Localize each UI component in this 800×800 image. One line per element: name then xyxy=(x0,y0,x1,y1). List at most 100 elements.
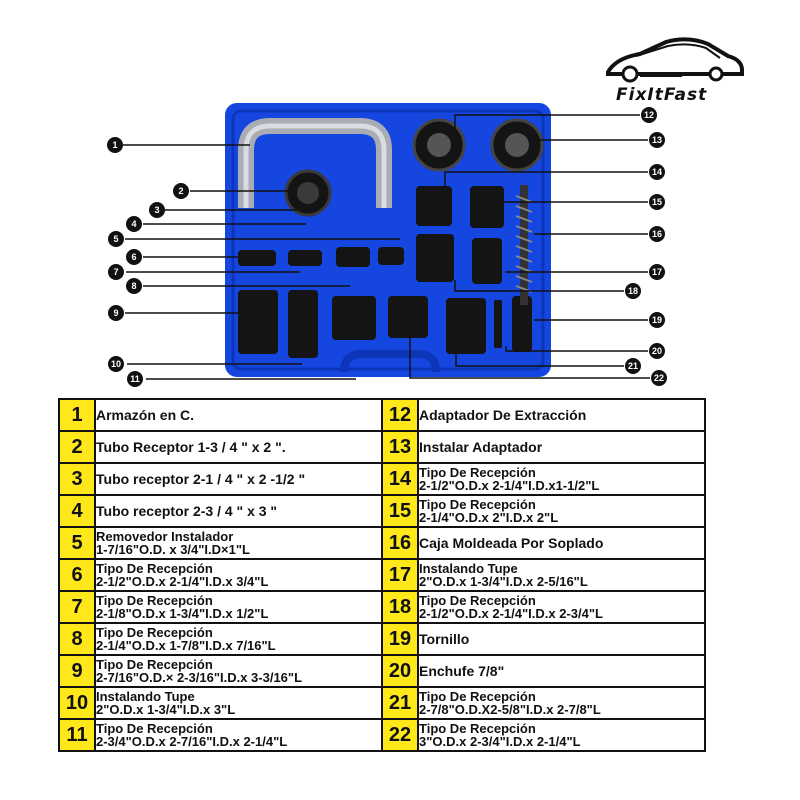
part-description: Tipo De Recepción 2-1/4"O.D.x 2"I.D.x 2"… xyxy=(417,494,706,528)
callout-label-22: 22 xyxy=(654,373,664,383)
part-number: 18 xyxy=(381,590,419,624)
forcing-screw xyxy=(515,185,533,305)
brand-car-logo xyxy=(606,37,744,83)
part-description: Tipo De Recepción 2-7/16"O.D.× 2-3/16"I.… xyxy=(94,654,383,688)
callout-label-20: 20 xyxy=(652,346,662,356)
callout-17 xyxy=(649,264,665,280)
callout-label-13: 13 xyxy=(652,135,662,145)
table-row: 7 Tipo De Recepción 2-1/8"O.D.x 1-3/4"I.… xyxy=(58,590,706,624)
callout-20 xyxy=(649,343,665,359)
part-description: Tipo De Recepción 3"O.D.x 2-3/4"I.D.x 2-… xyxy=(417,718,706,752)
table-row: 3 Tubo receptor 2-1 / 4 " x 2 -1/2 " 14 … xyxy=(58,462,706,496)
part-number: 7 xyxy=(58,590,96,624)
callout-label-9: 9 xyxy=(113,308,118,318)
callout-15 xyxy=(649,194,665,210)
part-description: Tipo De Recepción 2-3/4"O.D.x 2-7/16"I.D… xyxy=(94,718,383,752)
part-description: Instalando Tupe 2"O.D.x 1-3/4"I.D.x 3"L xyxy=(94,686,383,720)
gear-icon xyxy=(621,65,639,83)
callout-label-18: 18 xyxy=(628,286,638,296)
callout-label-2: 2 xyxy=(178,186,183,196)
part-number: 4 xyxy=(58,494,96,528)
callout-label-8: 8 xyxy=(131,281,136,291)
part-number: 20 xyxy=(381,654,419,688)
part-description: Tipo De Recepción 2-1/2"O.D.x 2-1/4"I.D.… xyxy=(94,558,383,592)
wrench-icon xyxy=(640,72,682,77)
part-description: Caja Moldeada Por Soplado xyxy=(417,526,706,560)
table-row: 4 Tubo receptor 2-3 / 4 " x 3 " 15 Tipo … xyxy=(58,494,706,528)
part-number: 6 xyxy=(58,558,96,592)
part-number: 12 xyxy=(381,398,419,432)
callout-label-6: 6 xyxy=(131,252,136,262)
callout-16 xyxy=(649,226,665,242)
callout-19 xyxy=(649,312,665,328)
brand-name: FixItFast xyxy=(616,85,708,105)
part-description: Tipo De Recepción 2-1/2"O.D.x 2-1/4"I.D.… xyxy=(417,462,706,496)
callout-label-16: 16 xyxy=(652,229,662,239)
callout-label-17: 17 xyxy=(652,267,662,277)
table-row: 1 Armazón en C. 12 Adaptador De Extracci… xyxy=(58,398,706,432)
part-number: 9 xyxy=(58,654,96,688)
callout-label-19: 19 xyxy=(652,315,662,325)
part-number: 21 xyxy=(381,686,419,720)
callout-label-11: 11 xyxy=(130,374,140,384)
part-number: 19 xyxy=(381,622,419,656)
part-number: 14 xyxy=(381,462,419,496)
callout-label-1: 1 xyxy=(112,140,117,150)
part-number: 5 xyxy=(58,526,96,560)
part-description: Removedor Instalador 1-7/16"O.D. x 3/4"I… xyxy=(94,526,383,560)
part-number: 3 xyxy=(58,462,96,496)
callout-11 xyxy=(127,371,143,387)
part-description: Tubo Receptor 1-3 / 4 " x 2 ". xyxy=(94,430,383,464)
parts-legend-table: 1 Armazón en C. 12 Adaptador De Extracci… xyxy=(58,398,706,752)
part-description: Tubo receptor 2-1 / 4 " x 2 -1/2 " xyxy=(94,462,383,496)
table-row: 10 Instalando Tupe 2"O.D.x 1-3/4"I.D.x 3… xyxy=(58,686,706,720)
part-description: Adaptador De Extracción xyxy=(417,398,706,432)
part-number: 2 xyxy=(58,430,96,464)
part-description: Tipo De Recepción 2-1/4"O.D.x 1-7/8"I.D.… xyxy=(94,622,383,656)
leader-lines xyxy=(123,114,650,380)
callout-label-3: 3 xyxy=(154,205,159,215)
table-row: 9 Tipo De Recepción 2-7/16"O.D.× 2-3/16"… xyxy=(58,654,706,688)
callout-18 xyxy=(625,283,641,299)
part-number: 1 xyxy=(58,398,96,432)
part-description: Armazón en C. xyxy=(94,398,383,432)
part-description: Tubo receptor 2-3 / 4 " x 3 " xyxy=(94,494,383,528)
callout-label-10: 10 xyxy=(111,359,121,369)
part-number: 16 xyxy=(381,526,419,560)
callout-14 xyxy=(649,164,665,180)
callout-6 xyxy=(126,249,142,265)
part-number: 10 xyxy=(58,686,96,720)
callout-5 xyxy=(108,231,124,247)
callout-label-21: 21 xyxy=(628,361,638,371)
callout-label-7: 7 xyxy=(113,267,118,277)
part-number: 8 xyxy=(58,622,96,656)
case-handle xyxy=(340,350,440,373)
table-row: 11 Tipo De Recepción 2-3/4"O.D.x 2-7/16"… xyxy=(58,718,706,752)
part-number: 15 xyxy=(381,494,419,528)
table-row: 6 Tipo De Recepción 2-1/2"O.D.x 2-1/4"I.… xyxy=(58,558,706,592)
callout-markers xyxy=(107,107,667,387)
part-description: Tornillo xyxy=(417,622,706,656)
callout-22 xyxy=(651,370,667,386)
callout-21 xyxy=(625,358,641,374)
callout-9 xyxy=(108,305,124,321)
part-description: Tipo De Recepción 2-1/8"O.D.x 1-3/4"I.D.… xyxy=(94,590,383,624)
product-photo: 1 2 3 4 5 6 7 8 9 10 11 12 13 14 15 16 1… xyxy=(107,103,667,387)
table-row: 8 Tipo De Recepción 2-1/4"O.D.x 1-7/8"I.… xyxy=(58,622,706,656)
part-number: 11 xyxy=(58,718,96,752)
part-description: Instalar Adaptador xyxy=(417,430,706,464)
part-number: 13 xyxy=(381,430,419,464)
callout-label-15: 15 xyxy=(652,197,662,207)
part-description: Enchufe 7/8" xyxy=(417,654,706,688)
callout-8 xyxy=(126,278,142,294)
callout-7 xyxy=(108,264,124,280)
callout-10 xyxy=(108,356,124,372)
part-description: Tipo De Recepción 2-1/2"O.D.x 2-1/4"I.D.… xyxy=(417,590,706,624)
callout-1 xyxy=(107,137,123,153)
callout-3 xyxy=(149,202,165,218)
callout-label-14: 14 xyxy=(652,167,662,177)
table-row: 2 Tubo Receptor 1-3 / 4 " x 2 ". 13 Inst… xyxy=(58,430,706,464)
callout-2 xyxy=(173,183,189,199)
part-description: Tipo De Recepción 2-7/8"O.D.X2-5/8"I.D.x… xyxy=(417,686,706,720)
callout-label-4: 4 xyxy=(131,219,136,229)
